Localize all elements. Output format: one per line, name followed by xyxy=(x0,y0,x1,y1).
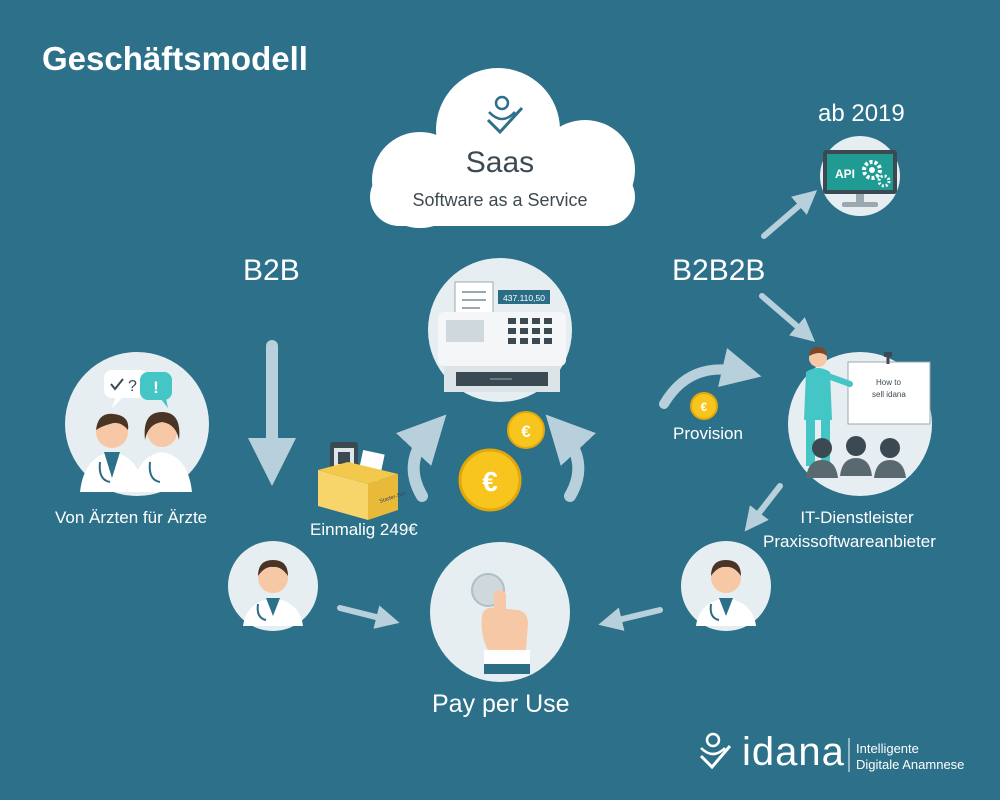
it-dienstleister-label: IT-Dienstleister xyxy=(800,508,914,527)
brand-name: idana xyxy=(742,730,845,774)
praxissoftware-label: Praxissoftwareanbieter xyxy=(763,532,936,551)
doctors-group-icon: ? ! xyxy=(65,352,209,496)
pay-per-use-icon xyxy=(430,542,570,682)
brand-tagline-1: Intelligente xyxy=(856,741,919,756)
euro-coin-small-icon: € xyxy=(507,411,545,449)
b2b-label: B2B xyxy=(243,254,300,287)
brand-tagline-2: Digitale Anamnese xyxy=(856,757,965,772)
register-display-text: 437.110,50 xyxy=(503,293,545,303)
doctor-to-pay-left-arrow xyxy=(337,605,400,629)
provision-curve-arrow xyxy=(659,348,762,409)
to-it-arrow xyxy=(759,293,816,342)
coin-large-text: € xyxy=(482,466,498,497)
idana-cloud-icon xyxy=(486,95,524,135)
doctor-right-icon xyxy=(681,541,771,631)
presenter-icon: How to sell idana xyxy=(788,346,932,496)
euro-coin-provision-icon: € xyxy=(690,392,718,420)
starter-set-box-icon: Starter-Set xyxy=(318,442,406,520)
saas-title: Saas xyxy=(465,146,535,179)
board-line2-text: sell idana xyxy=(872,390,906,399)
von-aerzten-label: Von Ärzten für Ärzte xyxy=(55,508,208,527)
cash-register-icon: 437.110,50 xyxy=(428,258,572,402)
page-title: Geschäftsmodell xyxy=(42,40,308,77)
it-to-doctor-arrow xyxy=(744,483,783,532)
saas-subtitle: Software as a Service xyxy=(412,190,588,210)
provision-label: Provision xyxy=(673,424,743,443)
einmalig-price-label: Einmalig 249€ xyxy=(310,520,418,539)
ab-2019-label: ab 2019 xyxy=(818,100,905,127)
coin-small-text: € xyxy=(521,422,531,441)
flow-arrows xyxy=(248,190,818,631)
right-curve-arrow xyxy=(545,414,596,502)
api-text: API xyxy=(835,167,855,181)
left-curve-arrow xyxy=(396,414,447,502)
idana-logo-icon xyxy=(699,732,850,772)
api-monitor-icon: API xyxy=(820,136,900,216)
saas-cloud xyxy=(370,68,635,228)
pay-per-use-label: Pay per Use xyxy=(432,690,570,718)
b2b2b-label: B2B2B xyxy=(672,254,766,287)
chat-excl-text: ! xyxy=(153,378,159,397)
chat-question-text: ? xyxy=(128,378,137,395)
doctor-left-icon xyxy=(228,541,318,631)
board-line1-text: How to xyxy=(876,378,901,387)
to-api-arrow xyxy=(761,190,818,239)
doctor-to-pay-right-arrow xyxy=(598,607,663,631)
coin-provision-text: € xyxy=(701,400,708,414)
euro-coin-large-icon: € xyxy=(458,448,522,512)
